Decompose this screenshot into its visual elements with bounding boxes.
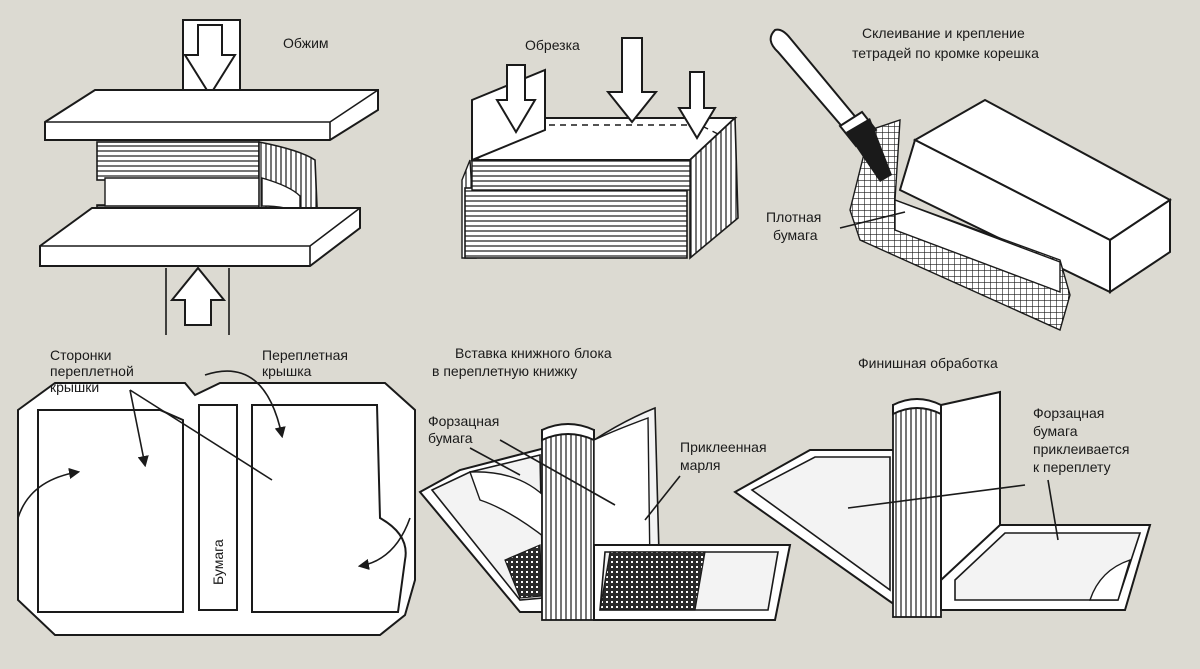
finish-note-line1: Форзацная xyxy=(1033,405,1104,421)
cover-sides-label-line2: переплетной xyxy=(50,363,134,379)
cover-left-board xyxy=(37,409,184,613)
press-title: Обжим xyxy=(283,35,329,51)
insert-endpaper-label-line2: бумага xyxy=(428,430,473,446)
panel-press: Обжим xyxy=(39,19,379,335)
brush-icon xyxy=(769,28,892,182)
glue-title-line2: тетрадей по кромке корешка xyxy=(852,45,1039,61)
insert-gauze-label-line1: Приклеенная xyxy=(680,439,767,455)
finish-note-line2: бумага xyxy=(1033,423,1078,439)
panel-insert: Вставка книжного блока в переплетную кни… xyxy=(418,345,792,621)
panel-glue: Склеивание и крепление тетрадей по кромк… xyxy=(766,25,1172,331)
finish-note-line3: приклеивается xyxy=(1033,441,1129,457)
cover-label-line2: крышка xyxy=(262,363,312,379)
panel-trim: Обрезка xyxy=(461,37,739,260)
insert-endpaper-label-line1: Форзацная xyxy=(428,413,499,429)
trim-book-front xyxy=(464,187,688,259)
cover-sides-label-line3: крышки xyxy=(50,379,99,395)
cover-label-line1: Переплетная xyxy=(262,347,348,363)
press-bottom-plate xyxy=(39,207,361,267)
glue-title-line1: Склеивание и крепление xyxy=(862,25,1025,41)
insert-gauze-label-line2: марля xyxy=(680,457,720,473)
glue-paper-label-line1: Плотная xyxy=(766,209,821,225)
press-arrow-down-icon xyxy=(182,19,241,101)
insert-title-line2: в переплетную книжку xyxy=(432,363,577,379)
glue-paper-label-line2: бумага xyxy=(773,227,818,243)
panel-cover: Сторонки переплетной крышки Переплетная … xyxy=(17,347,416,636)
insert-title-line1: Вставка книжного блока xyxy=(455,345,612,361)
trim-arrow-right-icon xyxy=(677,71,717,140)
cover-sides-label-line1: Сторонки xyxy=(50,347,111,363)
cover-spine-paper xyxy=(198,404,238,611)
panel-finish: Финишная обработка Форзацная бумага прик… xyxy=(733,355,1152,618)
trim-title: Обрезка xyxy=(525,37,580,53)
finish-title: Финишная обработка xyxy=(858,355,998,371)
finish-spine xyxy=(892,404,942,618)
insert-spine xyxy=(541,429,595,621)
press-arrow-up-icon xyxy=(165,266,230,335)
trim-arrow-center-icon xyxy=(605,37,659,124)
finish-note-line4: к переплету xyxy=(1033,459,1111,475)
press-top-plate xyxy=(44,89,379,141)
cover-spine-paper-label: Бумага xyxy=(210,539,226,585)
trim-arrow-left-icon xyxy=(495,64,537,134)
